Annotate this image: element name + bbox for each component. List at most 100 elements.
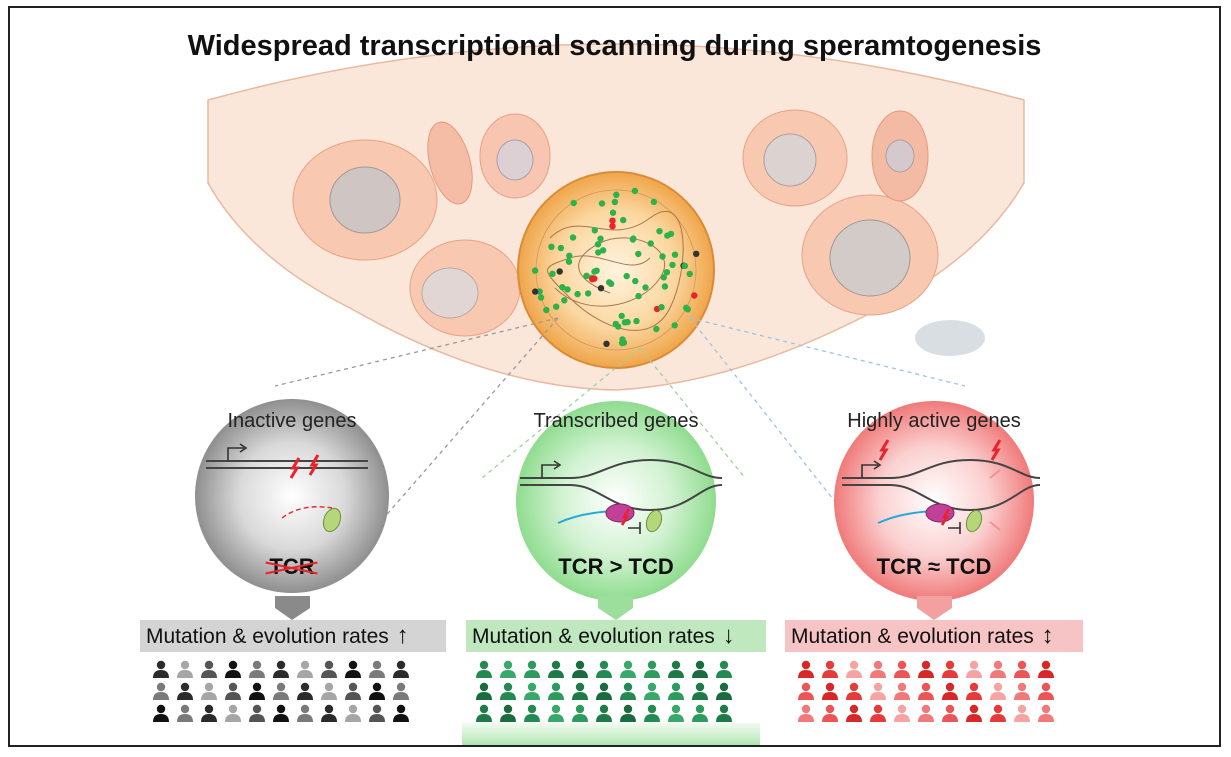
transcribed-dna [520, 458, 723, 534]
gene-dot [597, 235, 604, 242]
gene-dot [548, 243, 555, 250]
person-icon [1038, 682, 1054, 700]
person-icon [153, 660, 169, 678]
person-icon [393, 704, 409, 722]
person-icon [822, 704, 838, 722]
person-icon [524, 682, 540, 700]
person-icon [798, 682, 814, 700]
person-icon [249, 660, 265, 678]
gene-dot [671, 322, 678, 329]
person-icon [1014, 660, 1030, 678]
person-icon [966, 704, 982, 722]
person-icon [345, 682, 361, 700]
gene-dot [647, 240, 654, 247]
person-icon [692, 682, 708, 700]
person-icon [369, 660, 385, 678]
gene-dot [537, 294, 545, 301]
gene-dot [595, 249, 602, 256]
person-icon [273, 704, 289, 722]
gene-dot [553, 303, 560, 310]
person-icon [918, 660, 934, 678]
person-icon [990, 660, 1006, 678]
inactive-rates-label: Mutation & evolution rates [146, 625, 389, 648]
transcribed-chevron [598, 596, 633, 620]
person-icon [668, 660, 684, 678]
inactive-dna [206, 443, 368, 533]
person-icon [692, 704, 708, 722]
gene-dot [635, 292, 642, 300]
gene-dot [543, 306, 550, 314]
gene-dot [597, 285, 605, 292]
person-icon [822, 682, 838, 700]
arrow-updown-icon: ↕ [1041, 622, 1054, 649]
diagram-canvas [153, 43, 1054, 745]
person-icon [668, 682, 684, 700]
person-icon [894, 682, 910, 700]
transcribed-genes-title: Transcribed genes [533, 410, 699, 432]
gene-dot [556, 268, 563, 275]
person-icon [345, 660, 361, 678]
person-icon [918, 682, 934, 700]
gene-dot [584, 290, 592, 297]
gene-dot [566, 252, 573, 259]
gene-dot [620, 339, 628, 346]
gene-dot [569, 234, 577, 241]
person-icon [500, 660, 516, 678]
person-icon [572, 682, 588, 700]
transcribed-rates-bar: Mutation & evolution rates ↓ [466, 620, 766, 652]
person-icon [846, 704, 862, 722]
person-icon [894, 704, 910, 722]
person-icon [201, 660, 217, 678]
person-icon [668, 704, 684, 722]
person-icon [297, 704, 313, 722]
gene-dot [609, 209, 617, 216]
person-icon [225, 660, 241, 678]
gene-dot [559, 284, 566, 291]
person-icon [225, 704, 241, 722]
person-icon [846, 660, 862, 678]
person-icon [942, 704, 958, 722]
highly-active-genes-title: Highly active genes [847, 410, 1021, 432]
inactive-tcr-text: TCR [265, 554, 319, 579]
gene-dot [661, 283, 669, 290]
gene-dot [684, 306, 691, 313]
tissue-cells [292, 109, 985, 356]
gene-dot [612, 320, 619, 328]
person-icon [870, 660, 886, 678]
gene-dot [564, 286, 571, 293]
gene-dot [549, 270, 556, 277]
person-icon [644, 682, 660, 700]
central-nucleus [517, 171, 715, 369]
gene-dot [598, 200, 606, 207]
person-icon [225, 682, 241, 700]
gene-dot [663, 269, 671, 276]
gene-dot [531, 267, 539, 274]
person-icon [249, 704, 265, 722]
gene-dot [583, 272, 590, 279]
person-icon [572, 660, 588, 678]
person-icon [369, 704, 385, 722]
person-icon [716, 682, 732, 700]
gene-dot [630, 235, 637, 242]
gene-dot [667, 230, 675, 238]
arrow-up-icon: ↑ [396, 622, 409, 649]
gene-dot [603, 340, 610, 347]
gene-dot [532, 288, 539, 295]
person-icon [177, 682, 193, 700]
person-icon [393, 660, 409, 678]
gene-dot [660, 274, 667, 281]
person-icon [644, 704, 660, 722]
person-icon [524, 704, 540, 722]
bottom-glow [462, 723, 760, 745]
gene-dot [653, 325, 660, 333]
gene-dot [557, 244, 565, 252]
person-icon [870, 704, 886, 722]
gene-dot [671, 251, 679, 258]
person-icon [345, 704, 361, 722]
person-icon [1014, 682, 1030, 700]
gene-dot [659, 253, 666, 260]
gene-dot [591, 275, 598, 282]
gene-dot [591, 227, 598, 234]
person-icon [1038, 660, 1054, 678]
person-icon [153, 704, 169, 722]
